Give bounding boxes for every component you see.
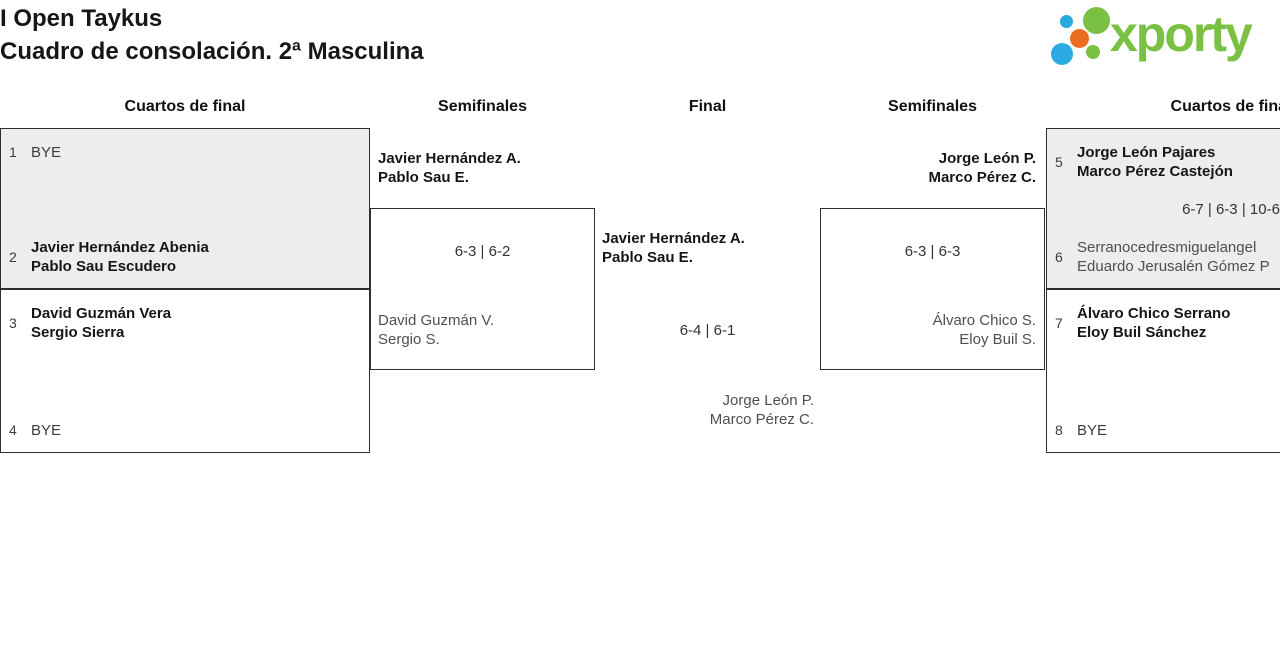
column-header-final: Final bbox=[688, 98, 727, 115]
seed-number: 7 bbox=[1055, 314, 1063, 331]
team-names: BYE bbox=[1077, 421, 1107, 440]
seed-number: 6 bbox=[1055, 248, 1063, 265]
logo-dot-blue-large-icon bbox=[1051, 43, 1073, 65]
match-sf-right[interactable]: Jorge León P. Marco Pérez C. 6-3 | 6-3 Á… bbox=[820, 150, 1045, 370]
team-name: David Guzmán V. bbox=[378, 312, 495, 329]
team-row-seed-3: 3 David Guzmán Vera Sergio Sierra bbox=[9, 304, 361, 342]
column-header-semifinals-right: Semifinales bbox=[888, 98, 977, 115]
match-qf-2[interactable]: 3 David Guzmán Vera Sergio Sierra 4 BYE bbox=[0, 289, 370, 453]
team-name: Pablo Sau E. bbox=[378, 169, 469, 186]
team-row-seed-6: 6 Serranocedresmiguelangel Eduardo Jerus… bbox=[1055, 238, 1280, 276]
team-name: David Guzmán Vera bbox=[31, 305, 172, 322]
seed-number: 1 bbox=[9, 144, 17, 160]
team-name: Eloy Buil Sánchez bbox=[1077, 324, 1207, 341]
sf-left-winner-names: Javier Hernández A. Pablo Sau E. bbox=[378, 149, 521, 187]
team-names: Serranocedresmiguelangel Eduardo Jerusal… bbox=[1077, 238, 1270, 276]
team-names: BYE bbox=[31, 143, 61, 162]
column-header-quarterfinals-right: Cuartos de final bbox=[1170, 98, 1280, 115]
team-name: Álvaro Chico S. bbox=[932, 312, 1036, 329]
seed-number: 4 bbox=[9, 422, 17, 438]
team-names: BYE bbox=[31, 421, 61, 440]
match-score: 6-7 | 6-3 | 10-6 bbox=[1182, 201, 1280, 218]
seed-number: 2 bbox=[9, 248, 17, 265]
team-row-seed-8: 8 BYE bbox=[1055, 421, 1280, 440]
team-name: Eloy Buil S. bbox=[959, 331, 1036, 348]
seed-number: 8 bbox=[1055, 422, 1063, 438]
team-name: Jorge León P. bbox=[722, 392, 814, 409]
team-row-seed-4: 4 BYE bbox=[9, 421, 361, 440]
logo-wordmark: xporty bbox=[1110, 6, 1253, 62]
team-names: Jorge León Pajares Marco Pérez Castejón bbox=[1077, 143, 1233, 181]
team-row-seed-1: 1 BYE bbox=[9, 143, 361, 162]
final-score: 6-4 | 6-1 bbox=[679, 322, 736, 339]
team-name: Marco Pérez C. bbox=[928, 169, 1036, 186]
team-name: BYE bbox=[1077, 422, 1108, 439]
team-name: Sergio Sierra bbox=[31, 324, 125, 341]
bracket-subtitle: Cuadro de consolación. 2ª Masculina bbox=[0, 38, 424, 65]
sf-left-loser-names: David Guzmán V. Sergio S. bbox=[378, 311, 494, 349]
logo-dot-green-large-icon bbox=[1083, 7, 1110, 34]
match-qf-3[interactable]: 5 Jorge León Pajares Marco Pérez Castejó… bbox=[1046, 128, 1280, 289]
team-name: Jorge León Pajares bbox=[1077, 144, 1216, 161]
logo-dot-blue-small-icon bbox=[1060, 15, 1073, 28]
final-winner-names: Javier Hernández A. Pablo Sau E. bbox=[602, 229, 745, 267]
match-score: 6-3 | 6-3 bbox=[904, 243, 961, 260]
team-name: BYE bbox=[31, 144, 62, 161]
title-block: I Open Taykus Cuadro de consolación. 2ª … bbox=[0, 2, 424, 68]
team-name: Álvaro Chico Serrano bbox=[1077, 305, 1231, 322]
seed-number: 5 bbox=[1055, 153, 1063, 170]
team-name: Pablo Sau Escudero bbox=[31, 258, 177, 275]
team-name: Sergio S. bbox=[378, 331, 440, 348]
team-row-seed-2: 2 Javier Hernández Abenia Pablo Sau Escu… bbox=[9, 238, 361, 276]
sf-right-winner-names: Jorge León P. Marco Pérez C. bbox=[928, 149, 1036, 187]
team-name: Javier Hernández A. bbox=[378, 150, 521, 167]
team-name: Marco Pérez Castejón bbox=[1077, 163, 1233, 180]
match-qf-1[interactable]: 1 BYE 2 Javier Hernández Abenia Pablo Sa… bbox=[0, 128, 370, 289]
team-name: BYE bbox=[31, 422, 62, 439]
team-name: Jorge León P. bbox=[938, 150, 1036, 167]
column-header-quarterfinals-left: Cuartos de final bbox=[124, 98, 246, 115]
match-sf-left[interactable]: Javier Hernández A. Pablo Sau E. 6-3 | 6… bbox=[370, 150, 595, 370]
final-loser-names: Jorge León P. Marco Pérez C. bbox=[595, 391, 814, 429]
team-name: Eduardo Jerusalén Gómez P bbox=[1077, 258, 1270, 275]
team-name: Marco Pérez C. bbox=[709, 411, 814, 428]
logo-dot-green-small-icon bbox=[1086, 45, 1100, 59]
team-name: Javier Hernández A. bbox=[602, 230, 745, 247]
match-qf-4[interactable]: 7 Álvaro Chico Serrano Eloy Buil Sánchez… bbox=[1046, 289, 1280, 453]
team-names: David Guzmán Vera Sergio Sierra bbox=[31, 304, 171, 342]
team-name: Javier Hernández Abenia bbox=[31, 239, 209, 256]
team-row-seed-5: 5 Jorge León Pajares Marco Pérez Castejó… bbox=[1055, 143, 1280, 181]
seed-number: 3 bbox=[9, 314, 17, 331]
match-score: 6-3 | 6-2 bbox=[454, 243, 511, 260]
team-names: Javier Hernández Abenia Pablo Sau Escude… bbox=[31, 238, 209, 276]
team-name: Serranocedresmiguelangel bbox=[1077, 239, 1257, 256]
team-row-seed-7: 7 Álvaro Chico Serrano Eloy Buil Sánchez bbox=[1055, 304, 1280, 342]
xporty-logo[interactable]: xporty bbox=[1048, 4, 1278, 76]
column-header-semifinals-left: Semifinales bbox=[438, 98, 527, 115]
team-names: Álvaro Chico Serrano Eloy Buil Sánchez bbox=[1077, 304, 1230, 342]
team-name: Pablo Sau E. bbox=[602, 249, 693, 266]
sf-right-loser-names: Álvaro Chico S. Eloy Buil S. bbox=[933, 311, 1036, 349]
tournament-title: I Open Taykus bbox=[0, 5, 163, 32]
logo-dot-orange-icon bbox=[1070, 29, 1089, 48]
